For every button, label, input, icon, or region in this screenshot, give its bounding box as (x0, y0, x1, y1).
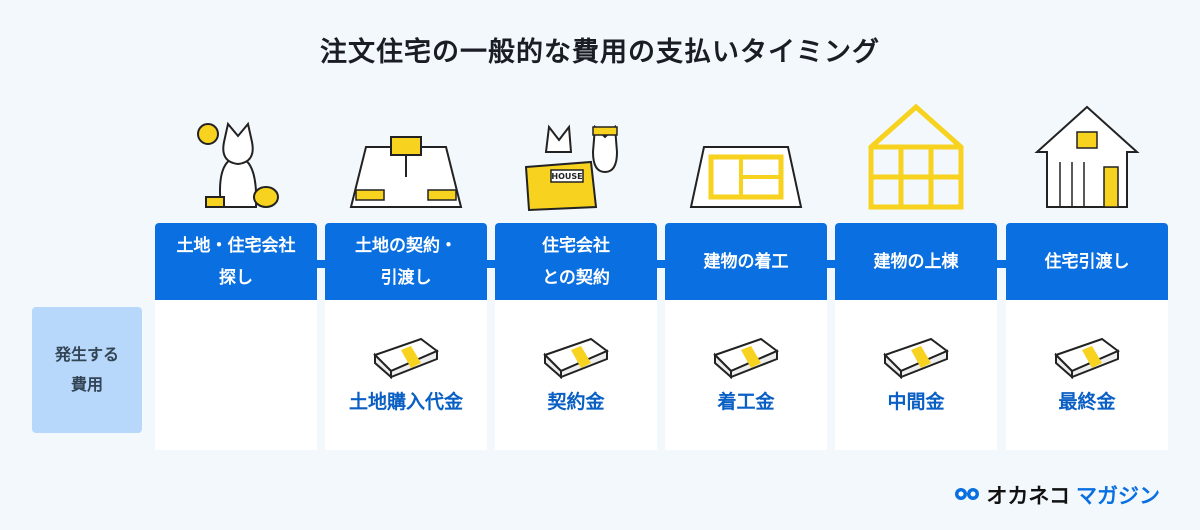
step-body: 着工金 (665, 300, 827, 450)
money-bundle-icon (883, 337, 949, 379)
land-plot-illustration (325, 100, 487, 212)
cost-label: 着工金 (717, 390, 775, 413)
step-column: 住宅会社 との契約 契約金 (495, 223, 657, 450)
logo-text-primary: オカネコ (986, 484, 1070, 508)
cost-label: 土地購入代金 (348, 390, 463, 413)
cost-label: 中間金 (887, 390, 945, 413)
cat-eyes-logo-icon (955, 488, 980, 500)
step-header: 住宅会社 との契約 (495, 223, 657, 300)
step-header: 土地・住宅会社 探し (155, 223, 317, 300)
step-body (155, 300, 317, 450)
cats-with-house-box-illustration: HOUSE (495, 100, 657, 212)
thinking-cat-illustration (155, 100, 317, 212)
floor-plan-illustration (665, 100, 827, 212)
step-column: 住宅引渡し 最終金 (1006, 223, 1168, 450)
cost-label: 最終金 (1058, 390, 1116, 413)
step-column: 建物の上棟 中間金 (835, 223, 997, 450)
money-bundle-icon (543, 337, 609, 379)
row-label: 発生する 費用 (32, 307, 142, 433)
logo-text-secondary: マガジン (1076, 484, 1160, 508)
money-bundle-icon (713, 337, 779, 379)
money-bundle-icon (373, 337, 439, 379)
house-frame-illustration (835, 100, 997, 212)
step-column: 建物の着工 着工金 (665, 223, 827, 450)
page-title: 注文住宅の一般的な費用の支払いタイミング (320, 37, 880, 68)
step-body: 土地購入代金 (325, 300, 487, 450)
step-header: 建物の着工 (665, 223, 827, 300)
money-bundle-icon (1054, 337, 1120, 379)
step-header: 建物の上棟 (835, 223, 997, 300)
step-header: 土地の契約・ 引渡し (325, 223, 487, 300)
connector (316, 260, 326, 268)
step-header: 住宅引渡し (1006, 223, 1168, 300)
connector (486, 260, 496, 268)
step-body: 最終金 (1006, 300, 1168, 450)
connector (997, 260, 1007, 268)
step-column: 土地・住宅会社 探し (155, 223, 317, 450)
cost-label: 契約金 (547, 390, 605, 413)
connector (657, 260, 667, 268)
brand-logo: オカネコマガジン (954, 480, 1160, 510)
step-body: 中間金 (835, 300, 997, 450)
step-body: 契約金 (495, 300, 657, 450)
connector (827, 260, 837, 268)
step-column: 土地の契約・ 引渡し 土地購入代金 (325, 223, 487, 450)
box-text: HOUSE (551, 172, 582, 181)
finished-house-illustration (1006, 100, 1168, 212)
